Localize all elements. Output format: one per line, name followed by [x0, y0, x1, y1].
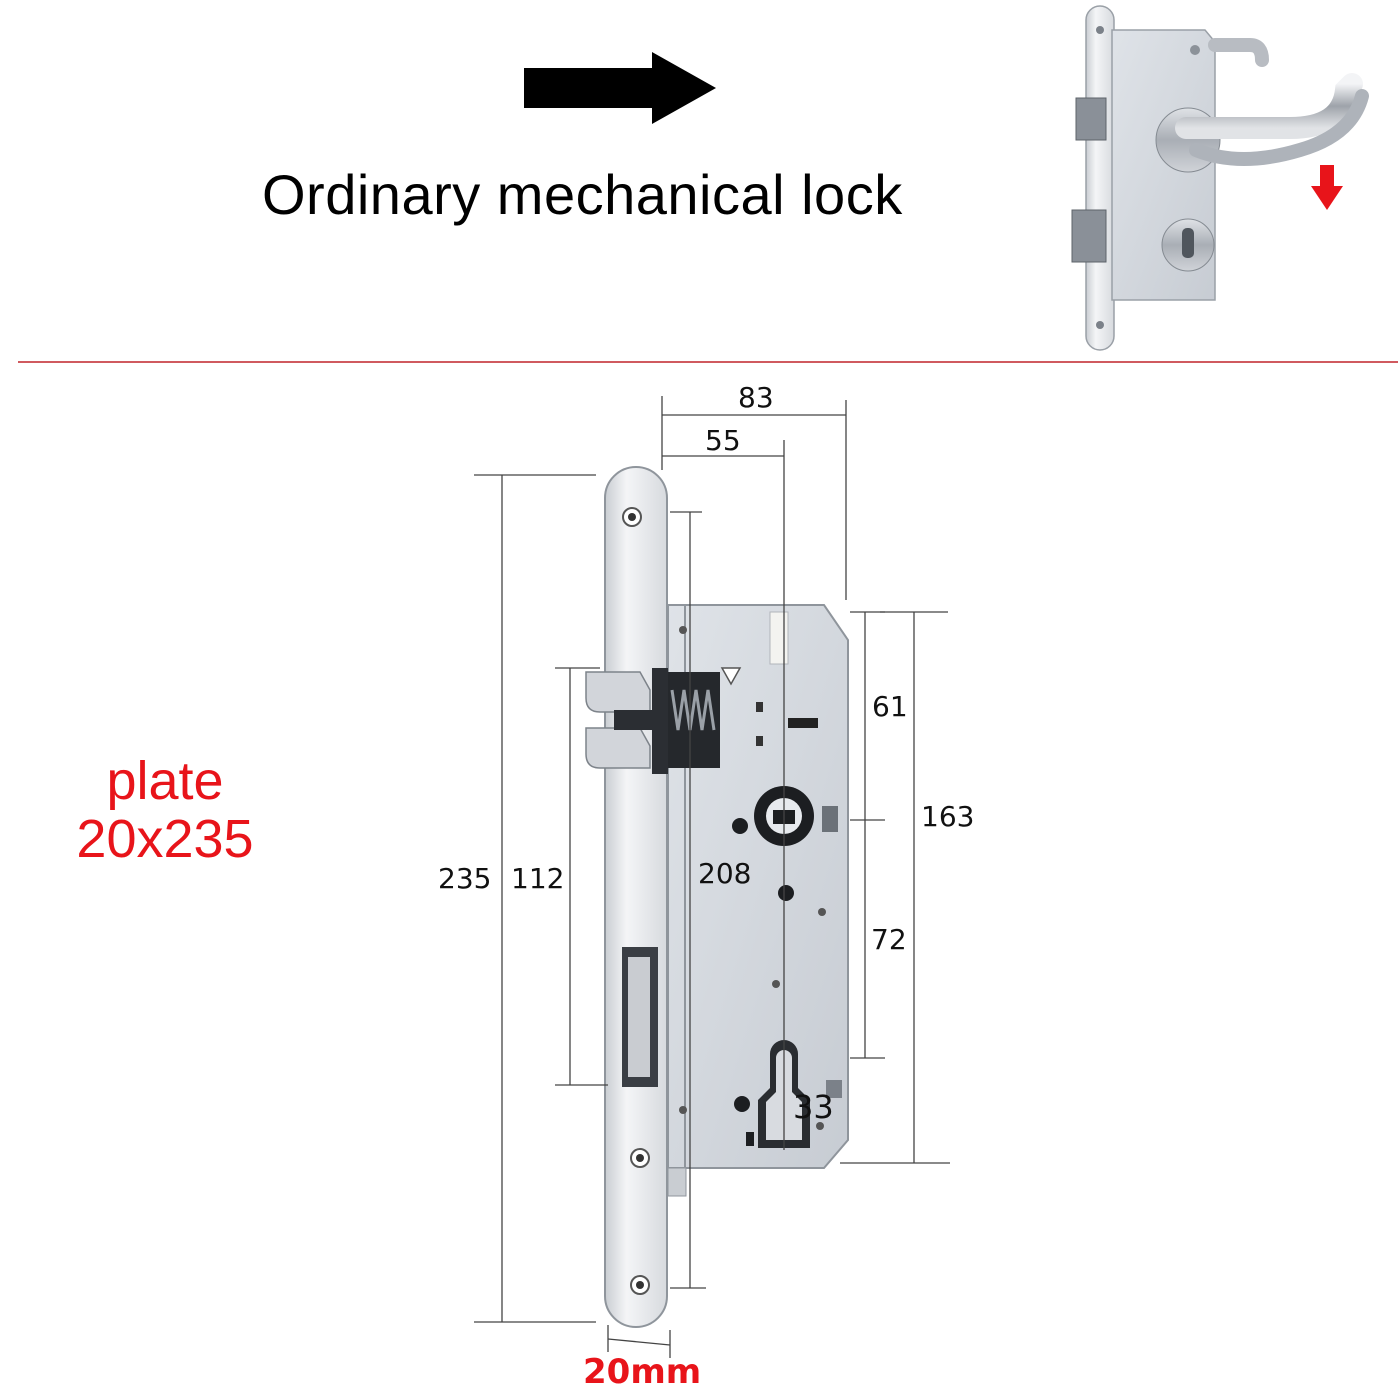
- dim-case-height: 112: [511, 862, 565, 895]
- dim-backset: 55: [705, 424, 741, 457]
- lock-with-handle-image: [1071, 5, 1369, 351]
- dim-case-length: 163: [921, 800, 975, 833]
- dim-plate-width: 20mm: [583, 1352, 702, 1392]
- dim-handle-spindle: 208: [698, 857, 752, 890]
- plate-spec-label: plate 20x235: [60, 752, 270, 868]
- mortise-lock-drawing: [585, 466, 849, 1328]
- arrow-right-icon: [524, 52, 716, 124]
- page-title: Ordinary mechanical lock: [262, 163, 903, 226]
- dimension-lines: [474, 396, 950, 1358]
- dim-cylinder: 33: [793, 1088, 834, 1126]
- arrow-down-icon: [1311, 165, 1343, 210]
- plate-label-line1: plate: [106, 751, 224, 811]
- dim-handle-to-top: 61: [872, 690, 908, 723]
- dim-total-depth: 83: [738, 381, 774, 414]
- dim-plate-length: 235: [438, 862, 492, 895]
- plate-label-line2: 20x235: [76, 809, 254, 869]
- dim-handle-to-cylinder: 72: [871, 923, 907, 956]
